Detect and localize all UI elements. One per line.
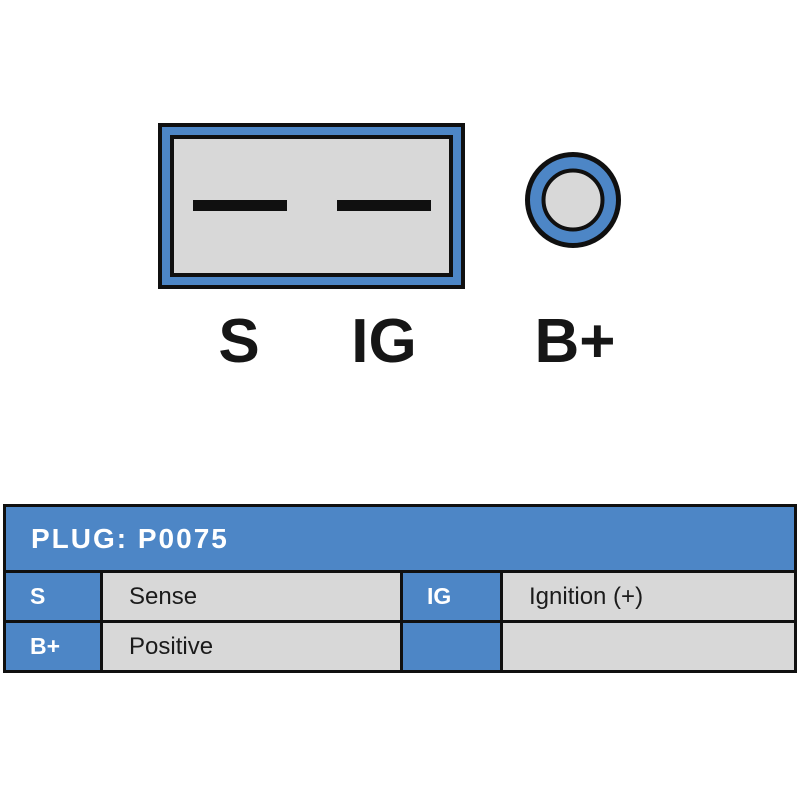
plug-table-title: PLUG: P0075 — [6, 507, 794, 570]
pin-desc-cell-ignition: Ignition (+) — [503, 573, 794, 620]
pin-code-cell-s: S — [6, 573, 100, 620]
slot-terminal-s-icon — [193, 200, 287, 211]
slot-terminal-ig-icon — [337, 200, 431, 211]
connector-body — [170, 135, 453, 277]
pin-label-ig: IG — [351, 307, 417, 376]
pin-desc-cell-sense: Sense — [103, 573, 400, 620]
pin-code-cell-empty — [403, 623, 500, 670]
pin-label-s: S — [218, 307, 260, 376]
pin-label-bplus: B+ — [534, 307, 616, 376]
pin-code-cell-bplus: B+ — [6, 623, 100, 670]
plug-legend-table: PLUG: P0075 S Sense IG Ignition (+) B+ P… — [3, 504, 797, 673]
pin-desc-cell-positive: Positive — [103, 623, 400, 670]
pin-desc-cell-empty — [503, 623, 794, 670]
ring-terminal-bplus-icon — [525, 152, 621, 248]
connector-housing — [158, 123, 465, 289]
pin-code-cell-ig: IG — [403, 573, 500, 620]
